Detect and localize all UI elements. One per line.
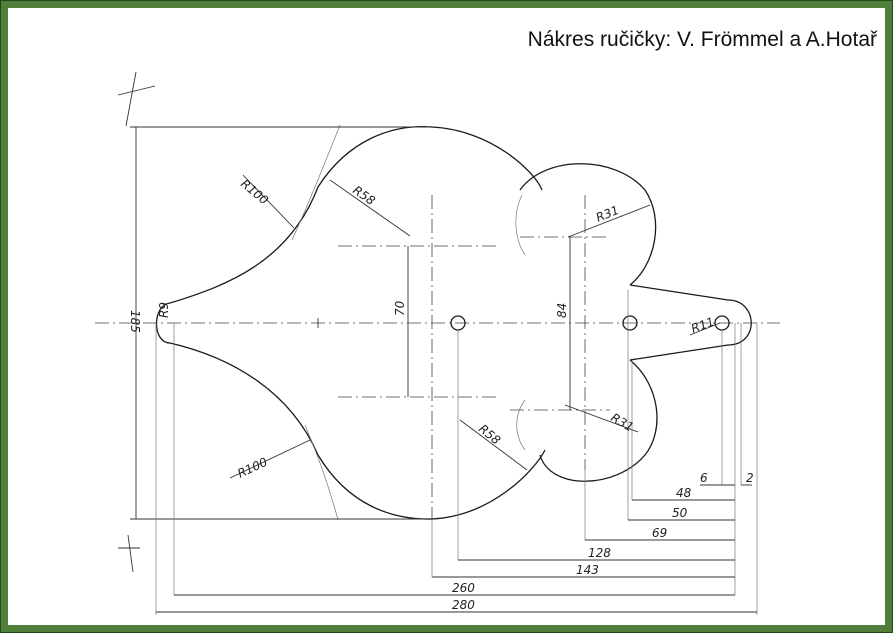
right-tip-arc — [727, 299, 752, 346]
technical-drawing: R100 R58 R31 R9 R11 R100 R58 R31 185 70 … — [95, 71, 780, 615]
construction-arc — [304, 424, 339, 521]
r31-bottom-leader — [564, 404, 639, 433]
dim-70-label: 70 — [393, 300, 407, 316]
lower-small-lobe — [539, 359, 658, 482]
drawing-sheet: Nákres ručičky: V. Frömmel a A.Hotař — [8, 8, 885, 625]
r58-top-leader — [329, 179, 411, 237]
construction-arc — [516, 399, 526, 451]
r58-bottom-leader — [459, 419, 528, 471]
r9-label: R9 — [157, 302, 171, 318]
drawing-title: Nákres ručičky: V. Frömmel a A.Hotař — [527, 28, 877, 51]
r100-bottom-label: R100 — [235, 455, 270, 481]
dim-185-label: 185 — [128, 310, 142, 333]
reference-mark — [118, 534, 140, 573]
r11-label: R11 — [689, 315, 716, 336]
r100-bottom-leader — [229, 439, 311, 479]
r100-top-leader — [242, 174, 295, 229]
lower-stem-line — [629, 344, 729, 361]
dim-143-label: 143 — [576, 563, 599, 577]
dim-84-label: 84 — [555, 303, 569, 318]
construction-arc — [515, 194, 526, 256]
top-big-arc — [317, 126, 543, 191]
small-hole — [622, 315, 638, 331]
dim-2-label: 2 — [746, 471, 754, 485]
dim-280-label: 280 — [452, 598, 475, 612]
dim-69-label: 69 — [652, 526, 667, 540]
r100-top-label: R100 — [238, 177, 271, 208]
construction-arc — [291, 124, 341, 241]
dim-50-label: 50 — [672, 506, 688, 520]
dim-128-label: 128 — [588, 546, 611, 560]
upper-small-lobe — [519, 163, 657, 286]
bottom-big-arc — [317, 449, 546, 520]
lower-left-flank — [169, 342, 319, 456]
dim-6-label: 6 — [700, 471, 708, 485]
r31-top-leader — [567, 204, 651, 238]
r11-leader — [689, 322, 721, 336]
dim-48-label: 48 — [676, 486, 692, 500]
dim-260-label: 260 — [452, 581, 475, 595]
upper-stem-line — [629, 284, 729, 301]
reference-mark — [117, 71, 156, 127]
r58-bottom-label: R58 — [476, 422, 503, 448]
left-tip-arc — [156, 302, 171, 344]
upper-left-flank — [169, 186, 319, 304]
